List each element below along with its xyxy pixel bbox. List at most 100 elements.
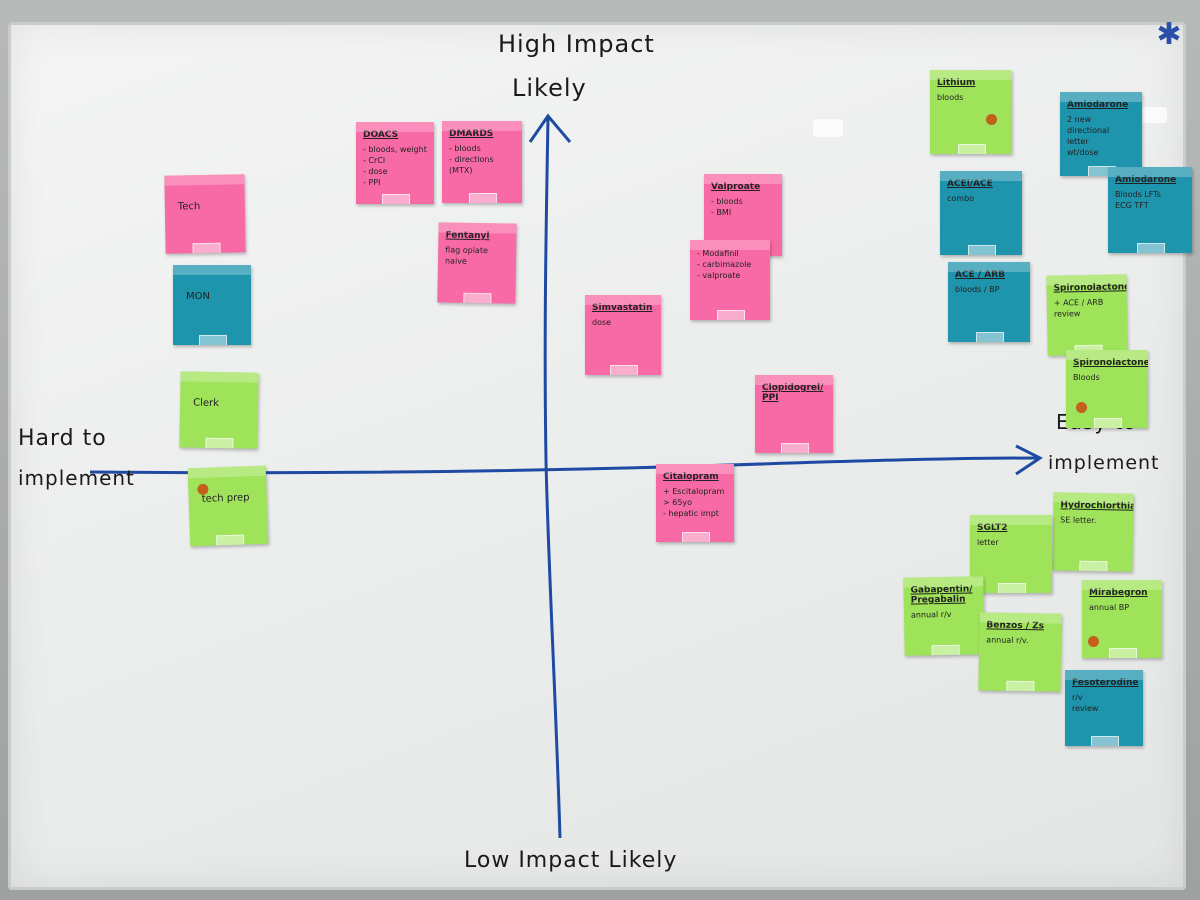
sticky-note-text: review [1072,704,1099,713]
sticky-note-mirabegron[interactable]: Mirabegron annual BP [1082,580,1162,658]
sticky-note-text: annual BP [1089,603,1130,612]
sticky-note-benzos[interactable]: Benzos / Zs annual r/v. [978,612,1062,692]
sticky-note-text: - valproate [697,271,741,280]
sticky-note-simvastatin[interactable]: Simvastatin dose [585,295,661,375]
sticky-note-dmards[interactable]: DMARDS - bloods - directions (MTX) [442,121,522,203]
sticky-note-title: SGLT2 [977,523,1008,533]
sticky-note-text: r/v [1072,693,1083,702]
sticky-note-text: Clerk [193,397,220,409]
sticky-note-text: + Escitalopram [663,487,725,496]
tape-strip [958,144,986,154]
sticky-note-title: DMARDS [449,129,494,139]
sticky-note-text: - carbimazole [697,260,752,269]
tape-strip [998,583,1026,593]
sticky-note-title: ACE / ARB [955,270,1006,280]
tape-strip [610,365,638,375]
tape-strip [1006,680,1035,692]
sticky-note-text: naive [444,256,467,266]
sticky-note-title: Benzos / Zs [986,620,1045,632]
sticky-note-title: Hydrochlorthiazide [1060,500,1134,513]
sticky-note-text: - bloods [449,144,481,153]
sticky-note-techprep[interactable]: tech prep [187,465,269,547]
sticky-note-clerk[interactable]: Clerk [179,371,259,449]
sticky-note-text: (MTX) [449,166,473,175]
sticky-note-text: > 65yo [663,498,693,507]
sticky-note-tech[interactable]: Tech [164,174,246,254]
sticky-note-text: directional [1067,126,1110,135]
sticky-note-citalopram[interactable]: Citalopram + Escitalopram > 65yo - hepatic … [656,464,734,542]
sticky-note-title: Fesoterodine [1072,678,1139,688]
sticky-note-text: letter [1067,137,1089,146]
sticky-note-title: Fentanyl [445,230,490,242]
tape-strip [1094,418,1122,428]
axis-bottom-label: Low Impact Likely [464,848,678,873]
sticky-note-text: - bloods, weight [363,145,427,154]
light-glare [1139,107,1167,123]
sticky-note-title: Simvastatin [592,303,653,313]
sticky-note-title: DOACS [363,130,399,140]
tape-strip [1137,243,1165,253]
tape-strip [976,332,1004,342]
tape-strip [216,534,245,547]
tape-strip [682,532,710,542]
axis-top-label-line1: High Impact [498,30,655,58]
sticky-note-title: Spironolactone [1073,358,1148,368]
sticky-note-text: dose [592,318,612,327]
sticky-note-text: Bloods [1073,373,1100,382]
sticky-note-text: - CrCl [363,156,386,165]
light-glare [813,119,843,137]
sticky-note-hydro[interactable]: Hydrochlorthiazide SE letter. [1052,492,1134,572]
sticky-note-title: ACEi/ACE [947,179,993,189]
tape-strip [717,310,745,320]
sticky-note-text: - directions [449,155,494,164]
sticky-note-text: ECG TFT [1115,201,1149,210]
sticky-note-text: SE letter. [1060,515,1097,526]
tape-strip [931,644,960,656]
sticky-note-text: bloods [937,93,964,102]
axis-right-label-line2: implement [1048,452,1160,474]
sticky-note-text: - Modafinil [697,249,739,258]
sticky-note-text: letter [977,538,999,547]
tape-strip [469,193,497,203]
sticky-note-acearb[interactable]: ACE / ARB bloods / BP [948,262,1030,342]
sticky-note-text: Tech [177,201,201,213]
sticky-note-text: - PPI [363,178,381,187]
sticky-note-text: tech prep [201,492,250,505]
sticky-note-text: annual r/v. [986,635,1029,646]
sticky-note-fesoterodine[interactable]: Fesoterodine r/v review [1065,670,1143,746]
sticky-note-text: - hepatic impt [663,509,719,518]
sticky-note-title: Citalopram [663,472,719,482]
orange-dot-sticker [986,114,997,125]
sticky-note-title: Valproate [711,182,761,192]
sticky-note-mon[interactable]: MON [173,265,251,345]
tape-strip [781,443,809,453]
sticky-note-text: review [1053,309,1081,319]
tape-strip [463,292,492,304]
tape-strip [968,245,996,255]
whiteboard-surface [8,22,1186,890]
axis-top-label-line2: Likely [512,74,587,102]
sticky-note-clopidogrel[interactable]: Clopidogrel/ PPI [755,375,833,453]
sticky-note-title: Amiodarone [1067,100,1129,110]
sticky-note-sglt2[interactable]: SGLT2 letter [970,515,1052,593]
sticky-note-text: bloods / BP [955,285,1000,294]
sticky-note-title: Mirabegron [1089,588,1148,598]
axis-left-label-line2: implement [18,466,135,490]
sticky-note-modafinil[interactable]: - Modafinil - carbimazole - valproate [690,240,770,320]
tape-strip [1091,736,1119,746]
sticky-note-text: annual r/v [910,609,952,620]
sticky-note-doacs[interactable]: DOACS- bloods, weight- CrCl- dose- PPI [356,122,434,204]
sticky-note-text: - BMI [711,208,732,217]
tape-strip [1079,560,1108,572]
orange-dot-sticker [1088,636,1099,647]
tape-strip [192,242,221,254]
sticky-note-text: - bloods [711,197,743,206]
